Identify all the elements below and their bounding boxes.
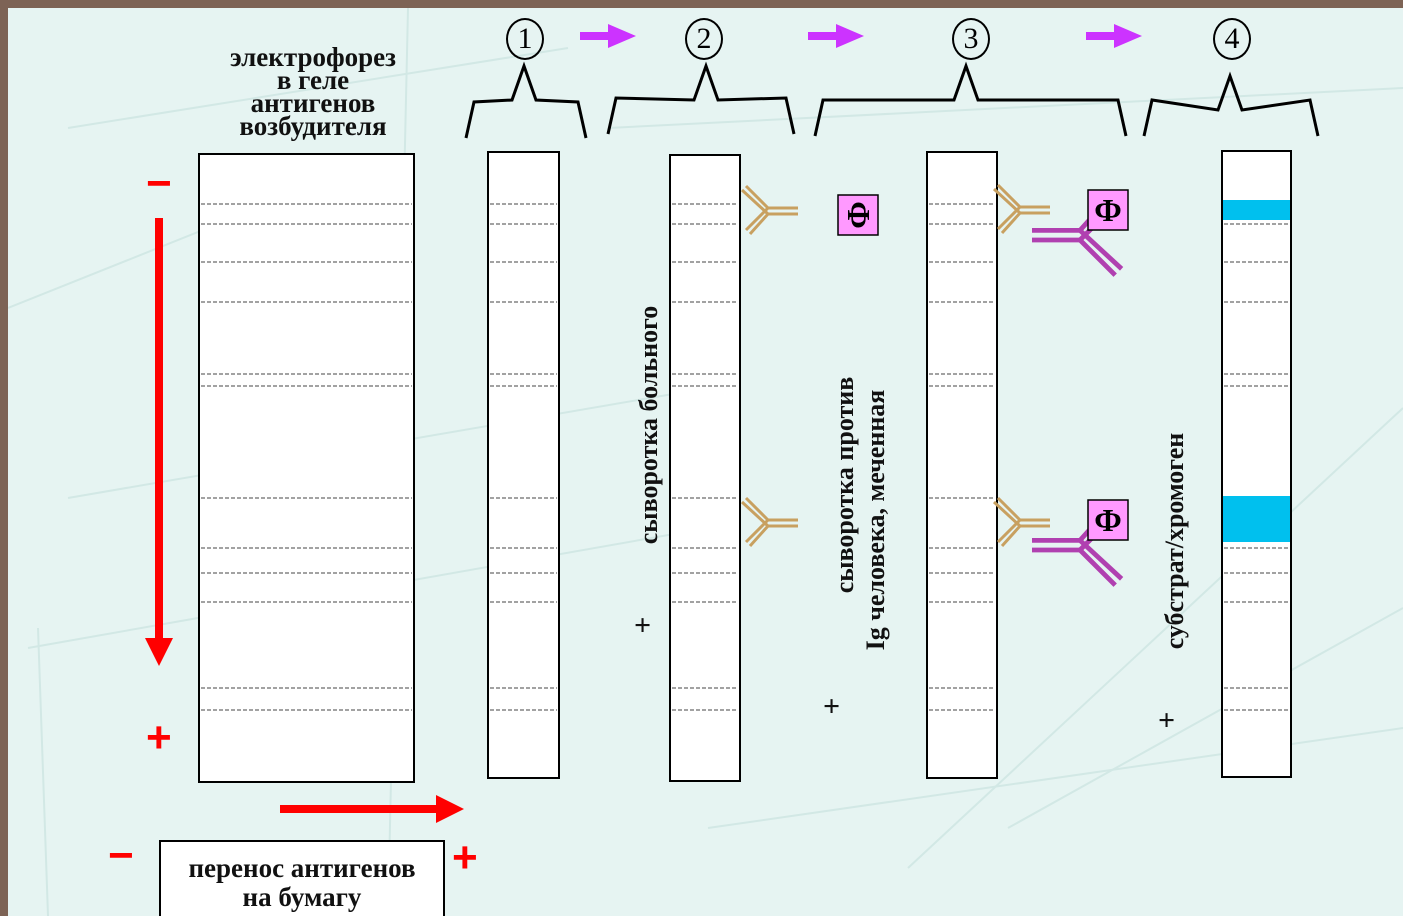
background-grid-line xyxy=(607,87,1403,129)
step3-plus-sign: + xyxy=(823,690,841,723)
background-grid-line xyxy=(907,407,1403,869)
gel-top-minus: − xyxy=(146,159,172,208)
step-brace xyxy=(606,61,796,135)
patient-antibody-icon xyxy=(740,184,798,236)
step4-plus-sign: + xyxy=(1158,704,1176,737)
transfer-minus: − xyxy=(108,831,134,880)
step3-label-line-1: сыворотка против xyxy=(830,376,859,594)
migration-arrow xyxy=(145,638,173,666)
transfer-box-line-1: перенос антигенов xyxy=(188,853,416,883)
background-grid-line xyxy=(707,727,1403,829)
strip-4 xyxy=(1221,150,1292,778)
step-arrow xyxy=(580,32,610,40)
enzyme-label-text: Ф xyxy=(1094,502,1121,538)
step-number-1: 1 xyxy=(506,18,544,60)
background-grid-line xyxy=(1007,607,1403,829)
step-arrow xyxy=(608,24,636,48)
gel-title: электрофорез в геле антигенов возбудител… xyxy=(208,42,418,141)
step-arrow xyxy=(1114,24,1142,48)
step-brace xyxy=(813,61,1128,137)
gel-title-line-2: в геле xyxy=(276,65,350,95)
patient-antibody-icon xyxy=(992,183,1050,235)
diagram-canvas: Ф Ф Ф электрофорез в геле антигенов возбуд… xyxy=(8,8,1403,916)
step-arrow xyxy=(808,32,838,40)
strip-2 xyxy=(669,154,741,782)
step2-plus-sign: + xyxy=(634,609,652,642)
gel-title-line-1: электрофорез xyxy=(229,42,396,72)
patient-antibody-icon xyxy=(740,496,798,548)
patient-antibody-icon xyxy=(992,496,1050,548)
step-number-4: 4 xyxy=(1213,18,1251,60)
enzyme-label-text: Ф xyxy=(1094,192,1121,228)
gel-bottom-plus: + xyxy=(146,713,172,762)
step-number-3: 3 xyxy=(952,18,990,60)
enzyme-label: Ф xyxy=(837,194,879,236)
strip-1 xyxy=(487,151,560,779)
step-arrow xyxy=(836,24,864,48)
step-number-2: 2 xyxy=(685,18,723,60)
positive-band xyxy=(1223,496,1290,542)
gel-title-line-3: антигенов xyxy=(250,88,376,118)
transfer-box-line-2: на бумагу xyxy=(242,882,362,912)
step-arrow xyxy=(1086,32,1116,40)
enzyme-label-text: Ф xyxy=(840,201,876,228)
migration-arrow xyxy=(155,218,163,648)
enzyme-label: Ф xyxy=(1087,499,1129,541)
positive-band xyxy=(1223,200,1290,220)
gel-strip xyxy=(198,153,415,783)
transfer-arrow xyxy=(436,795,464,823)
transfer-arrow xyxy=(280,805,440,813)
step3-label-line-2: Ig человека, меченная xyxy=(861,389,890,651)
background-grid-line xyxy=(67,47,569,129)
gel-title-line-4: возбудителя xyxy=(239,111,387,141)
diagram-graphics: Ф Ф Ф xyxy=(8,8,1403,916)
step-brace xyxy=(464,61,588,139)
strip-3 xyxy=(926,151,998,779)
enzyme-label: Ф xyxy=(1087,189,1129,231)
background-grid-line xyxy=(37,627,49,916)
step4-label: субстрат/хромоген xyxy=(1160,432,1189,650)
step-brace xyxy=(1142,71,1320,137)
transfer-plus: + xyxy=(452,833,478,882)
step2-label: сыворотка больного xyxy=(634,305,663,545)
transfer-box: перенос антигенов на бумагу xyxy=(159,840,445,916)
